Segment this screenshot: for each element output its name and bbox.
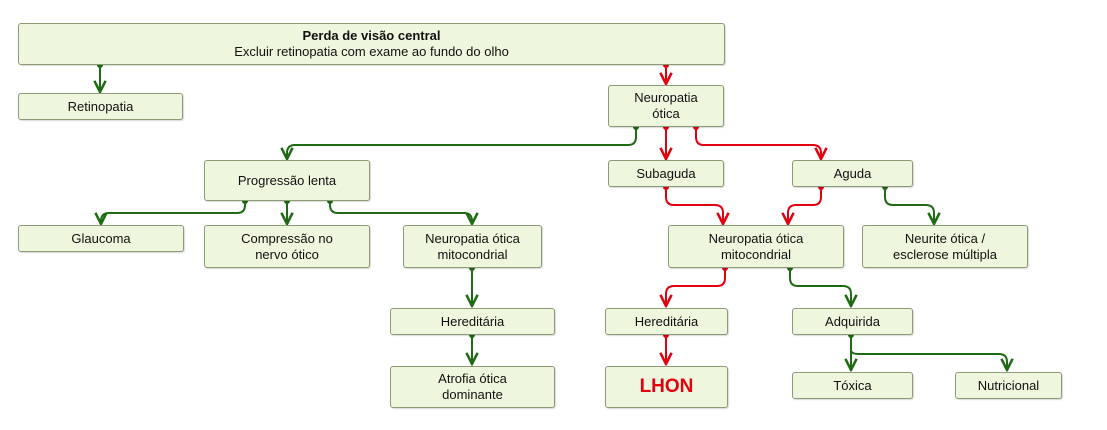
node-adquirida: Adquirida — [792, 308, 913, 335]
node-aguda: Aguda — [792, 160, 913, 187]
node-compressao-nervo-otico: Compressão no nervo ótico — [204, 225, 370, 268]
glaucoma-label: Glaucoma — [71, 230, 131, 246]
neuropatia-otica-line1: Neuropatia — [634, 90, 698, 105]
node-progressao-lenta: Progressão lenta — [204, 160, 370, 201]
node-neurite-otica: Neurite ótica / esclerose múltipla — [862, 225, 1028, 268]
edge-neuropatia-aguda — [695, 127, 821, 159]
neurite-line2: esclerose múltipla — [892, 246, 998, 262]
compressao-line1: Compressão no — [241, 230, 333, 246]
node-nutricional: Nutricional — [955, 372, 1062, 399]
node-hereditaria-right: Hereditária — [605, 308, 728, 335]
adquirida-label: Adquirida — [825, 313, 880, 329]
edge-progressao-glaucoma — [101, 201, 246, 224]
lhon-label: LHON — [639, 376, 694, 397]
edge-neuropatia-progressao — [287, 127, 637, 159]
edge-aguda-neurite — [884, 187, 934, 224]
neuro-mito-right-line2: mitocondrial — [720, 246, 792, 262]
edge-mito-adquirida — [789, 268, 851, 306]
node-perda-visao-central: Perda de visão central Excluir retinopat… — [18, 23, 725, 65]
edge-progressao-mito — [329, 201, 472, 224]
root-subtitle: Excluir retinopatia com exame ao fundo d… — [234, 44, 509, 59]
node-hereditaria-left: Hereditária — [390, 308, 555, 335]
node-glaucoma: Glaucoma — [18, 225, 184, 252]
node-toxica: Tóxica — [792, 372, 913, 399]
neuro-mito-left-line2: mitocondrial — [437, 246, 508, 262]
hereditaria-left-label: Hereditária — [440, 313, 505, 329]
neuropatia-otica-line2: ótica — [652, 106, 680, 121]
toxica-label: Tóxica — [833, 377, 872, 393]
node-neuropatia-otica: Neuropatia ótica — [608, 85, 724, 127]
neuro-mito-left-line1: Neuropatia ótica — [425, 230, 520, 246]
edge-aguda-mito — [788, 187, 822, 224]
hereditaria-right-label: Hereditária — [634, 313, 699, 329]
edge-adquirida-nutricional — [850, 346, 1007, 370]
neurite-line1: Neurite ótica / — [904, 230, 986, 246]
aguda-label: Aguda — [833, 165, 872, 181]
edge-mito-hereditaria-right — [666, 268, 726, 306]
progressao-lenta-label: Progressão lenta — [237, 172, 337, 188]
atrofia-line1: Atrofia ótica — [438, 371, 507, 386]
node-atrofia-otica-dominante: Atrofia ótica dominante — [390, 366, 555, 408]
nutricional-label: Nutricional — [977, 377, 1040, 393]
root-title: Perda de visão central — [302, 28, 441, 43]
atrofia-line2: dominante — [442, 387, 503, 402]
edge-subaguda-mito — [665, 187, 723, 224]
compressao-line2: nervo ótico — [255, 246, 319, 262]
subaguda-label: Subaguda — [636, 165, 696, 181]
node-neuropatia-mitocondrial-right: Neuropatia ótica mitocondrial — [668, 225, 844, 268]
retinopatia-label: Retinopatia — [67, 98, 134, 114]
node-subaguda: Subaguda — [608, 160, 724, 187]
node-lhon: LHON — [605, 366, 728, 408]
node-retinopatia: Retinopatia — [18, 93, 183, 120]
node-neuropatia-mitocondrial-left: Neuropatia ótica mitocondrial — [403, 225, 542, 268]
neuro-mito-right-line1: Neuropatia ótica — [708, 230, 804, 246]
